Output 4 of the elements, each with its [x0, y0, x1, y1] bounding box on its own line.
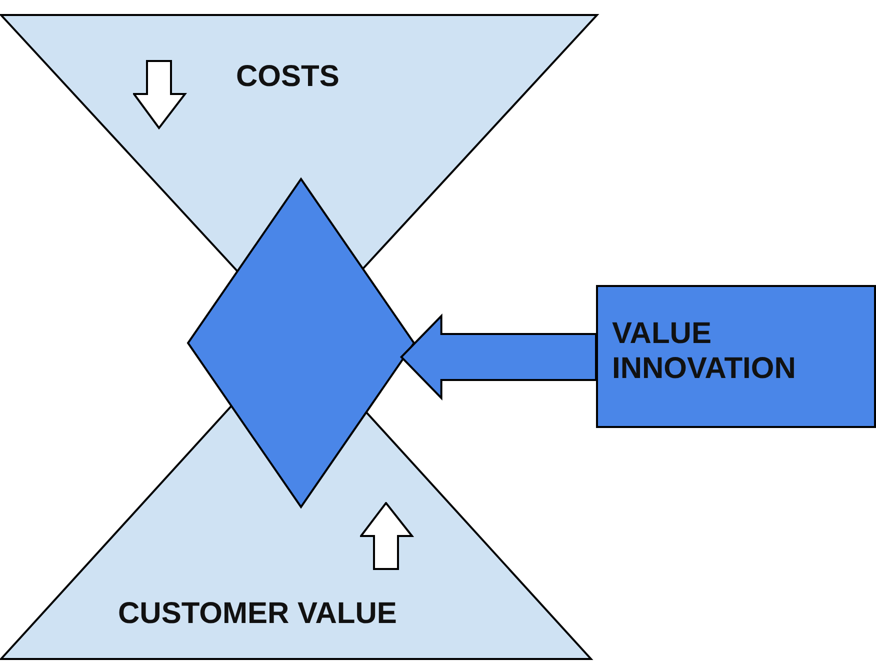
shape-label: CUSTOMER VALUE: [118, 597, 397, 632]
shape-label: COSTS: [236, 60, 340, 94]
block-arrow: [400, 314, 597, 400]
shape-label: VALUE INNOVATION: [612, 317, 797, 386]
